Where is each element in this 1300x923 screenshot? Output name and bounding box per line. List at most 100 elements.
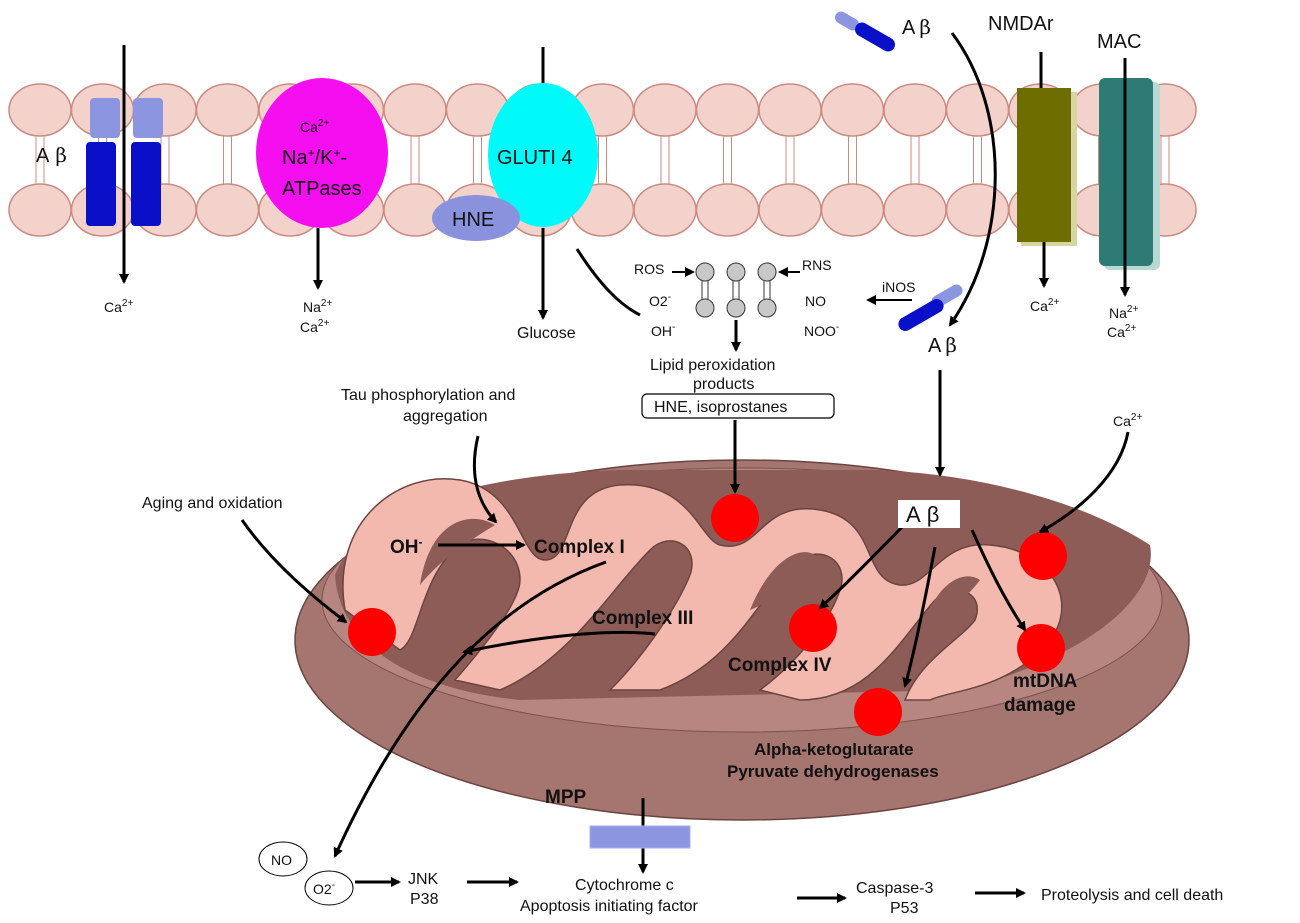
atpase-pump: Ca2+ Na+/K+- ATPases	[256, 78, 388, 228]
lipid-head-1	[695, 262, 715, 282]
complex4-label: Complex IV	[728, 655, 832, 676]
mito-cristae-fold-1	[420, 518, 495, 585]
damage-sites	[348, 494, 1067, 736]
mac-channel: MAC	[1097, 31, 1160, 270]
lipid-head-upper-11	[633, 83, 697, 137]
p53-label: P53	[890, 900, 919, 917]
lipid-head-3	[757, 262, 777, 282]
lipid-head-upper-7	[383, 83, 447, 137]
mpp-label: MPP	[545, 787, 587, 808]
mac-label: MAC	[1097, 31, 1141, 53]
inos-label: iNOS	[882, 279, 915, 295]
lipid-head-lower-14	[820, 183, 885, 237]
abeta-mito-box	[898, 500, 960, 528]
lipid-head-upper-14	[820, 83, 885, 137]
hne-body	[432, 195, 520, 241]
abeta-top-dark	[855, 22, 895, 52]
lipid-label-1: Lipid peroxidation	[650, 357, 775, 374]
damage-site-complex4	[789, 604, 837, 652]
nmdar-label: NMDAr	[988, 13, 1054, 35]
abeta-top-light	[834, 11, 860, 31]
lipid-tail-3	[757, 298, 777, 318]
lipid-tail-1	[695, 298, 715, 318]
cytochrome-label: Cytochrome c	[575, 877, 674, 894]
mtdna-label-1: mtDNA	[1013, 671, 1078, 692]
mtdna-label-2: damage	[1004, 695, 1076, 716]
noo-label: NOO-	[804, 322, 839, 339]
alpha-label-2: Pyruvate dehydrogenases	[727, 762, 939, 781]
o2-label: O2-	[649, 292, 671, 309]
cell-death-label: Proteolysis and cell death	[1041, 887, 1223, 904]
lipid-head-lower-1	[8, 183, 72, 237]
atpase-out-ca: Ca2+	[300, 318, 329, 335]
lipid-label-2: products	[693, 376, 754, 393]
abeta-pore-dark-2	[131, 142, 161, 226]
atpase-body	[256, 78, 388, 228]
tau-label-1: Tau phosphorylation and	[341, 387, 515, 404]
p38-label: P38	[410, 891, 439, 908]
lipid-head-2	[726, 262, 746, 282]
lipid-head-lower-4	[195, 183, 260, 237]
alpha-label-1: Alpha-ketoglutarate	[754, 740, 914, 759]
complex1-label: Complex I	[534, 537, 625, 558]
oh-label: OH-	[651, 322, 675, 339]
hne-isoprostanes-box	[641, 393, 835, 419]
o2-bubble	[304, 870, 354, 906]
abeta-pore-light-1	[90, 98, 120, 138]
jnk-label: JNK	[408, 871, 439, 888]
mac-out-ca: Ca2+	[1107, 323, 1136, 340]
damage-site-mtdna	[1017, 624, 1065, 672]
abeta-mid-dark	[898, 299, 944, 331]
abeta-pore-light-2	[133, 98, 163, 138]
nmdar-out-ca: Ca2+	[1030, 297, 1059, 314]
damage-site-ca	[1019, 532, 1067, 580]
mitochondrion	[294, 459, 1190, 821]
tau-label-2: aggregation	[403, 408, 488, 425]
gluti4-body	[488, 83, 598, 227]
gluti4-label: GLUTI 4	[497, 147, 573, 169]
damage-site-alpha	[854, 688, 902, 736]
lipid-tail-2	[726, 298, 746, 318]
labels: Ca2+ Na2+ Ca2+ Glucose ROS RNS O2- OH- N…	[104, 257, 1223, 917]
lipid-head-lower-13	[758, 183, 822, 237]
mpp-complex	[589, 825, 691, 849]
no-bubble	[258, 841, 308, 877]
hne-isoprostanes-label: HNE, isoprostanes	[654, 399, 787, 416]
nmdar-body	[1017, 88, 1071, 242]
lipid-head-lower-15	[883, 183, 947, 237]
mito-cristae-fold-3	[925, 576, 980, 620]
atpase-nak-label: Na+/K+-	[282, 146, 347, 169]
no-label: NO	[805, 293, 826, 309]
mac-out-na: Na2+	[1109, 304, 1138, 321]
complex3-label: Complex III	[592, 608, 693, 629]
lipid-head-upper-16	[945, 83, 1010, 137]
atpase-name-label: ATPases	[282, 178, 362, 200]
lipid-head-upper-13	[758, 83, 822, 137]
lipid-head-upper-12	[695, 83, 760, 137]
atpase-ca-label: Ca2+	[300, 118, 329, 135]
caspase-label: Caspase-3	[856, 880, 933, 897]
mito-oh-label: OH-	[390, 535, 423, 558]
mito-cristae	[342, 478, 1063, 701]
rns-label: RNS	[802, 257, 832, 273]
ros-label: ROS	[634, 261, 664, 277]
abeta-pore-dark-1	[86, 142, 116, 226]
ca-right-label: Ca2+	[1113, 412, 1142, 429]
aging-label: Aging and oxidation	[142, 495, 283, 512]
hne-label: HNE	[452, 209, 494, 231]
lipid-head-lower-11	[633, 183, 697, 237]
ca-left-label: Ca2+	[104, 298, 133, 315]
gluti4-transporter: GLUTI 4 HNE	[432, 83, 598, 241]
lipid-peroxidation-cluster	[695, 262, 777, 318]
lipid-head-upper-1	[8, 83, 72, 137]
damage-site-aging	[348, 608, 396, 656]
bottom-no-label: NO	[271, 852, 292, 868]
